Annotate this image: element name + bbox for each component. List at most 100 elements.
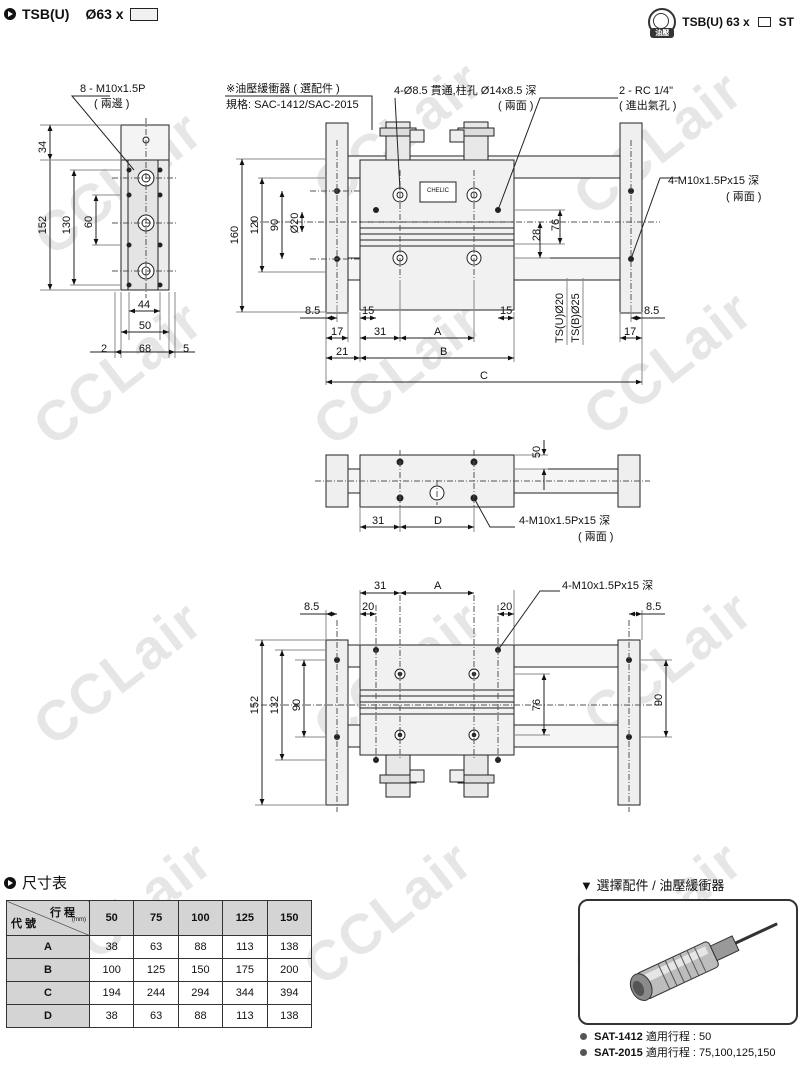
- col-header: 100: [177, 900, 224, 936]
- dim-31-front: 31: [374, 326, 386, 338]
- callout-port-note: ( 進出氣孔 ): [619, 98, 676, 112]
- row-code: C: [6, 981, 90, 1005]
- dim-68: 68: [139, 343, 151, 355]
- side-view: [40, 95, 195, 358]
- dim-76-bottom: 76: [531, 699, 543, 711]
- callout-m10-side-note: ( 兩邊 ): [94, 96, 129, 110]
- table-row: A 38 63 88 113 138: [6, 935, 313, 959]
- table-row: B 100 125 150 175 200: [6, 958, 313, 982]
- accessory-strokes: 50: [699, 1031, 712, 1043]
- corner-code-label: 代 號: [11, 918, 37, 930]
- bore-size: Ø63 x: [85, 6, 124, 22]
- bullet-icon: [580, 1033, 587, 1040]
- table-cell: 63: [133, 1004, 179, 1028]
- callout-buffer-spec: 規格: SAC-1412/SAC-2015: [226, 97, 359, 111]
- callout-m10-mid: 4-M10x1.5Px15 深: [519, 514, 610, 527]
- dim-152-bottom: 152: [249, 696, 261, 714]
- table-cell: 88: [177, 935, 224, 959]
- dim-2: 2: [101, 343, 107, 355]
- callout-m10-right-note: ( 兩面 ): [726, 191, 761, 203]
- accessory-label: 適用行程 :: [645, 1047, 696, 1059]
- front-view: [225, 95, 680, 385]
- dim-8-5-right: 8.5: [644, 305, 659, 317]
- row-code: A: [6, 935, 90, 959]
- table-cell: 38: [88, 935, 135, 959]
- callout-m10-bottom: 4-M10x1.5Px15 深: [562, 579, 653, 592]
- table-cell: 344: [222, 981, 268, 1005]
- table-cell: 200: [266, 958, 313, 982]
- dim-A-bottom: A: [434, 580, 442, 592]
- arrow-bullet-icon: [4, 876, 16, 889]
- dimension-table: 行 程 (mm) 代 號 50 75 100 125 150 A 38 63 8…: [6, 900, 313, 1028]
- middle-view: [315, 440, 650, 532]
- table-cell: 138: [266, 1004, 313, 1028]
- dim-28: 28: [531, 229, 543, 241]
- table-cell: 88: [177, 1004, 224, 1028]
- dim-90-bottom-right: 90: [653, 694, 665, 706]
- col-header: 75: [133, 900, 179, 936]
- accessory-item: SAT-2015 適用行程 : 75,100,125,150: [580, 1045, 776, 1061]
- col-header: 50: [88, 900, 135, 936]
- table-cell: 244: [133, 981, 179, 1005]
- dim-5: 5: [183, 343, 189, 355]
- table-row: C 194 244 294 344 394: [6, 981, 313, 1005]
- dim-90-front: 90: [269, 219, 281, 231]
- dim-8-5-bottom-right: 8.5: [646, 601, 661, 613]
- accessory-model: SAT-2015: [594, 1047, 643, 1059]
- dim-60: 60: [83, 216, 95, 228]
- table-cell: 113: [222, 935, 268, 959]
- dim-44: 44: [138, 299, 150, 311]
- corner-stroke-label: 行 程: [49, 907, 75, 919]
- badge-text: 油壓: [650, 28, 675, 38]
- table-cell: 194: [88, 981, 135, 1005]
- callout-hole-note: ( 兩面 ): [498, 100, 533, 112]
- accessory-list: SAT-1412 適用行程 : 50 SAT-2015 適用行程 : 75,10…: [580, 1029, 776, 1061]
- corner-unit-label: (mm): [72, 917, 86, 923]
- dim-D: D: [434, 515, 442, 527]
- table-cell: 394: [266, 981, 313, 1005]
- table-cell: 294: [177, 981, 224, 1005]
- arrow-bullet-icon: [4, 8, 16, 20]
- accessory-title: ▼ 選擇配件 / 油壓緩衝器: [580, 878, 725, 893]
- row-code: B: [6, 958, 90, 982]
- col-header: 125: [222, 900, 268, 936]
- table-cell: 125: [133, 958, 179, 982]
- callout-m10-right: 4-M10x1.5Px15 深: [668, 174, 759, 187]
- callout-m10-side: 8 - M10x1.5P: [80, 83, 145, 95]
- model-name-right: TSB(U) 63 x: [682, 15, 750, 29]
- dim-130: 130: [61, 216, 73, 234]
- table-row: D 38 63 88 113 138: [6, 1004, 313, 1028]
- table-header-row: 行 程 (mm) 代 號 50 75 100 125 150: [6, 900, 313, 936]
- table-cell: 113: [222, 1004, 268, 1028]
- dim-152-side: 152: [37, 216, 49, 234]
- dim-C: C: [480, 370, 488, 382]
- dim-160: 160: [229, 226, 241, 244]
- dim-15-right: 15: [500, 305, 512, 317]
- dim-A-front: A: [434, 326, 442, 338]
- dim-76-front: 76: [550, 219, 562, 231]
- table-cell: 175: [222, 958, 268, 982]
- accessory-strokes: 75,100,125,150: [699, 1047, 776, 1059]
- table-cell: 138: [266, 935, 313, 959]
- accessory-label: 適用行程 :: [645, 1031, 696, 1043]
- table-cell: 63: [133, 935, 179, 959]
- table-cell: 100: [88, 958, 135, 982]
- dim-8-5-left: 8.5: [305, 305, 320, 317]
- callout-buffer-title: ※油壓緩衝器 ( 選配件 ): [226, 81, 340, 95]
- model-header-right: 油壓 TSB(U) 63 x ST: [648, 8, 794, 38]
- oil-buffer-badge-icon: 油壓: [648, 8, 677, 38]
- dim-phi20: Ø20: [289, 213, 301, 234]
- callout-port: 2 - RC 1/4": [619, 85, 673, 97]
- accessory-model: SAT-1412: [594, 1031, 643, 1043]
- dim-31-mid: 31: [372, 515, 384, 527]
- dim-tsu: TS(U)Ø20: [554, 293, 566, 343]
- accessory-item: SAT-1412 適用行程 : 50: [580, 1029, 776, 1045]
- dim-B: B: [440, 346, 447, 358]
- bottom-view: [250, 590, 672, 812]
- dim-120: 120: [249, 216, 261, 234]
- shock-absorber-icon: [629, 922, 778, 1001]
- table-cell: 38: [88, 1004, 135, 1028]
- model-suffix: ST: [778, 15, 794, 29]
- table-corner-cell: 行 程 (mm) 代 號: [6, 900, 90, 936]
- accessory-image-box: [578, 899, 798, 1025]
